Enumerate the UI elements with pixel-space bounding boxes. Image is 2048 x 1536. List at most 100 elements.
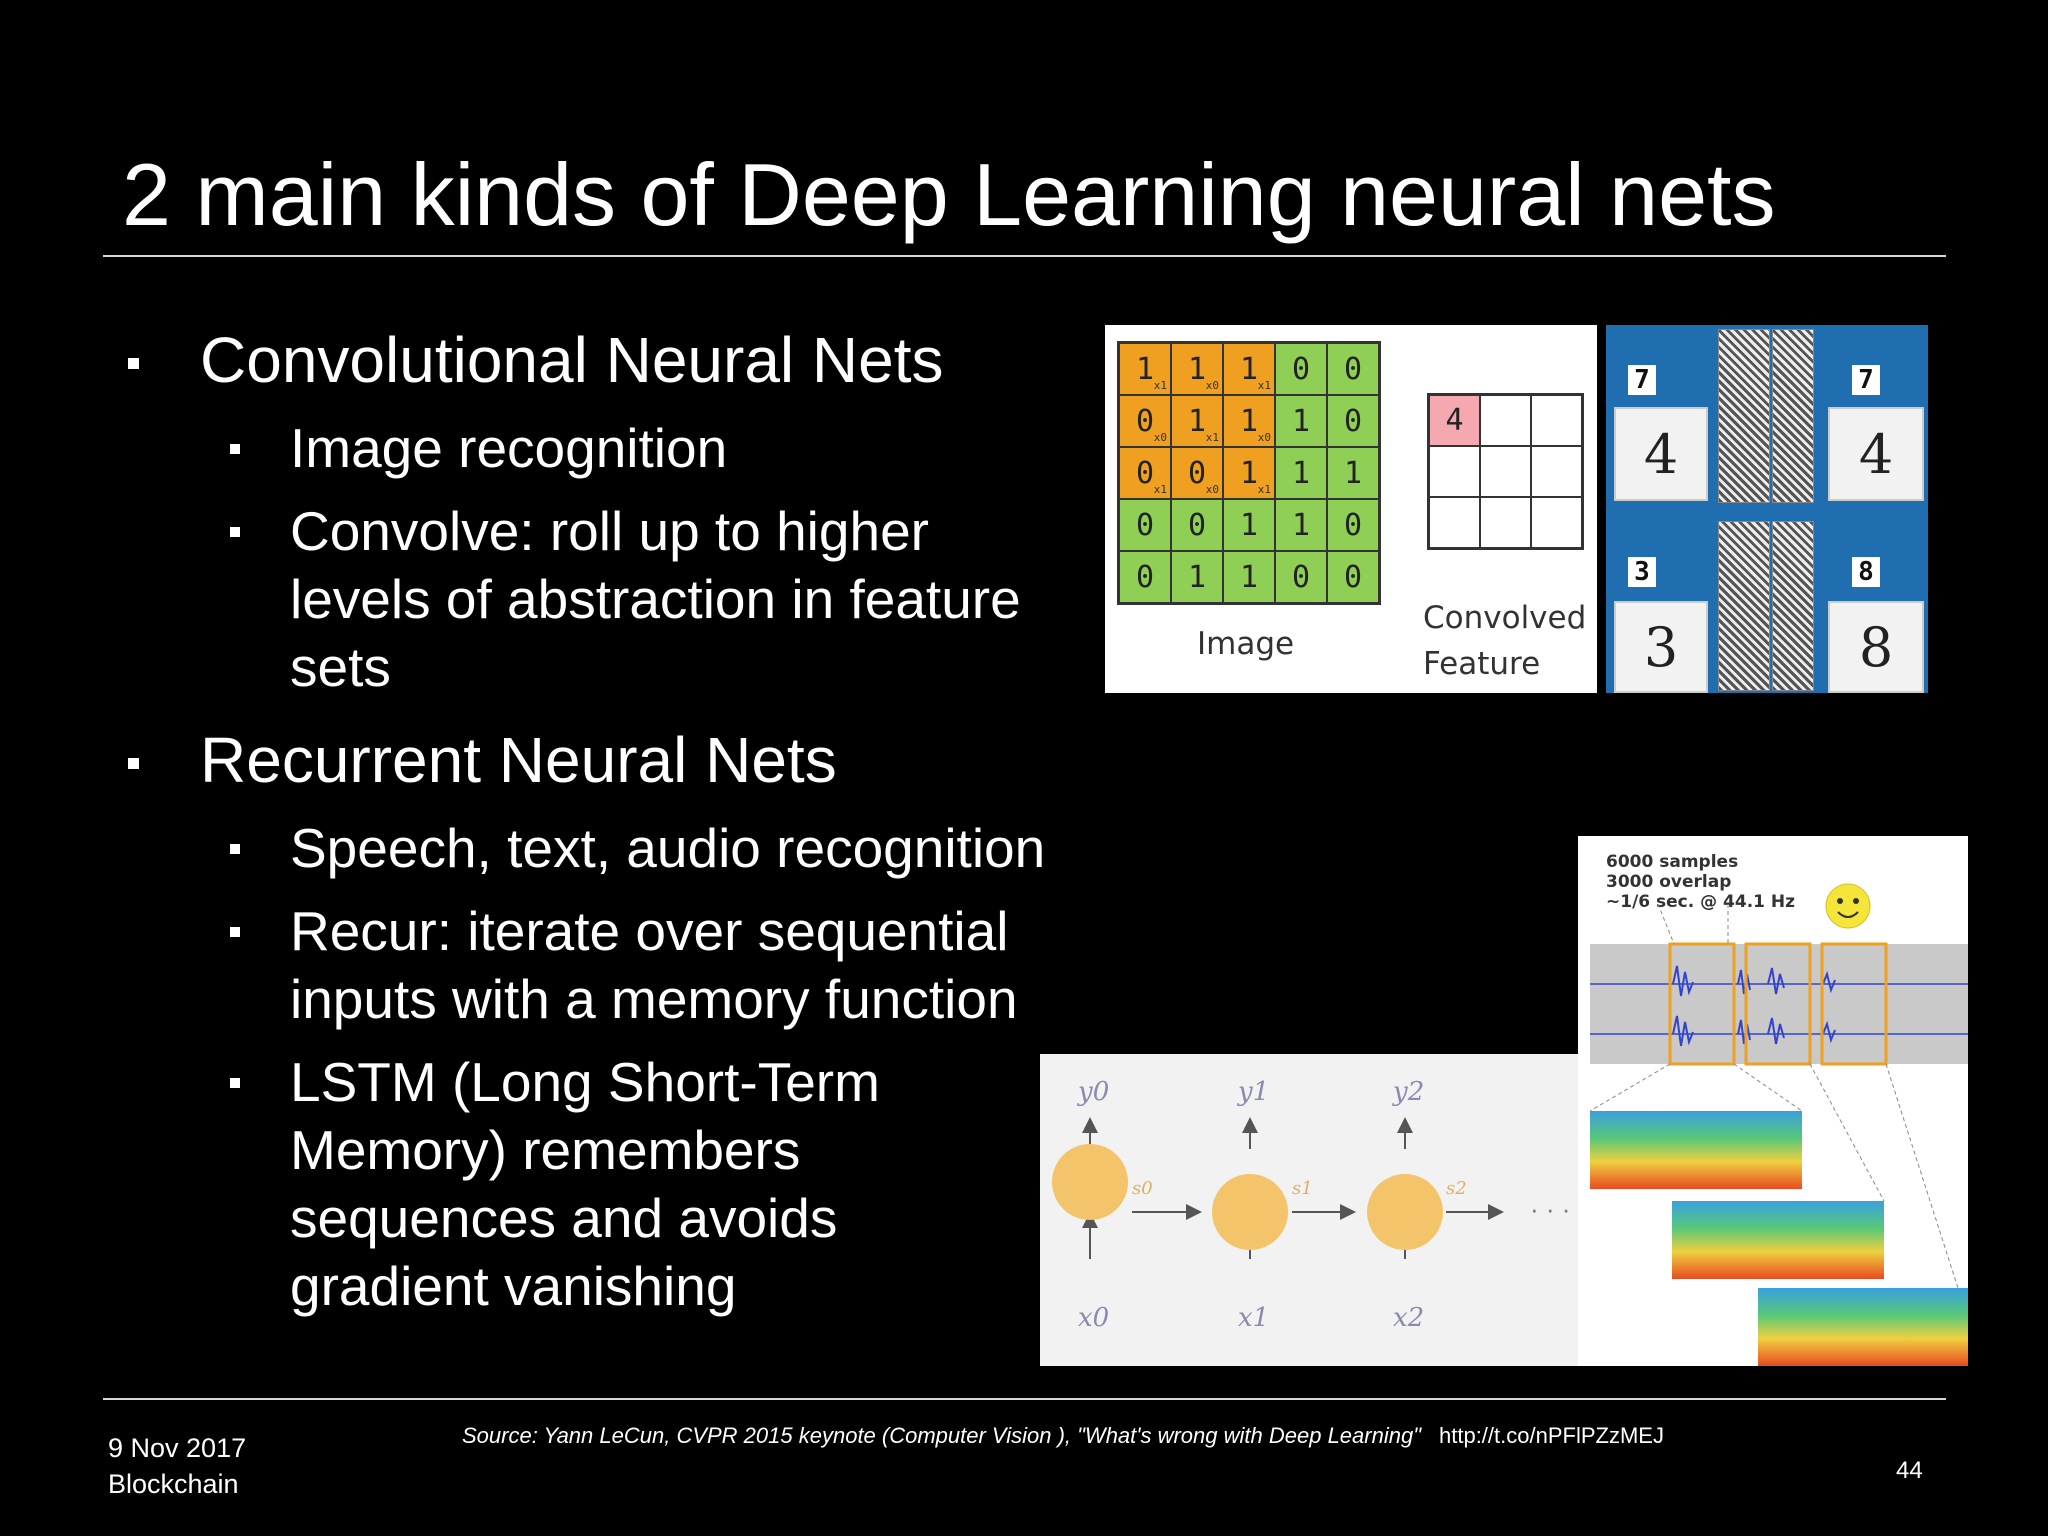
audio-caption-line2: 3000 overlap bbox=[1606, 872, 1732, 892]
sub-bullet-marker bbox=[230, 927, 240, 937]
footer-topic: Blockchain bbox=[108, 1469, 239, 1499]
feature-map-column bbox=[1718, 329, 1770, 503]
waveform-spikes bbox=[1672, 965, 1836, 1047]
rnn-node-group bbox=[1052, 1117, 1504, 1259]
bullet-cnn: Convolutional Neural Nets bbox=[200, 324, 944, 396]
feature-cell bbox=[1480, 497, 1531, 548]
sub-bullet-marker bbox=[230, 844, 240, 854]
input-label: x0 bbox=[1078, 1303, 1109, 1333]
convolved-feature-grid: 4 bbox=[1427, 393, 1584, 550]
digit-box: 4 bbox=[1614, 407, 1708, 501]
sub-bullet-recur: Recur: iterate over sequential bbox=[290, 900, 1009, 962]
sub-bullet-marker bbox=[230, 527, 240, 537]
bullet-marker bbox=[128, 758, 139, 769]
footer-date: 9 Nov 2017 bbox=[108, 1433, 247, 1463]
feature-cell bbox=[1480, 395, 1531, 446]
source-text: Source: Yann LeCun, CVPR 2015 keynote (C… bbox=[462, 1423, 1421, 1448]
state-label: s0 bbox=[1132, 1178, 1153, 1199]
digit-box: 3 bbox=[1614, 601, 1708, 693]
input-label: x2 bbox=[1393, 1303, 1424, 1333]
audio-caption-line1: 6000 samples bbox=[1606, 852, 1739, 872]
kernel-weight: x1 bbox=[1257, 379, 1271, 392]
digit-mini-label: 7 bbox=[1628, 365, 1656, 395]
spectrogram bbox=[1672, 1201, 1884, 1279]
digit-box: 4 bbox=[1828, 407, 1924, 501]
image-grid-cell: 1 bbox=[1275, 395, 1327, 447]
feature-cell bbox=[1531, 395, 1582, 446]
audio-caption: 6000 samples 3000 overlap ~1/6 sec. @ 44… bbox=[1606, 852, 1795, 912]
sub-bullet-image-recognition: Image recognition bbox=[290, 417, 728, 479]
sub-bullet-convolve: Convolve: roll up to higher bbox=[290, 500, 929, 562]
image-grid-cell: 1 bbox=[1275, 447, 1327, 499]
window-box bbox=[1668, 942, 1736, 1066]
audio-figure-svg bbox=[1589, 883, 1968, 1366]
digit-box: 8 bbox=[1828, 601, 1924, 693]
kernel-weight: x0 bbox=[1205, 483, 1219, 496]
sub-bullet-recur-line2: inputs with a memory function bbox=[290, 968, 1018, 1030]
image-grid-cell: 1 bbox=[1171, 551, 1223, 603]
output-label: y0 bbox=[1077, 1077, 1109, 1107]
sub-bullet-lstm: LSTM (Long Short-Term bbox=[290, 1051, 880, 1113]
sub-bullet-marker bbox=[230, 1078, 240, 1088]
image-grid-cell: 0 bbox=[1119, 551, 1171, 603]
audio-spectrogram-figure: 6000 samples 3000 overlap ~1/6 sec. @ 44… bbox=[1578, 836, 1968, 1366]
feature-cell bbox=[1531, 446, 1582, 497]
sub-bullet-convolve-line3: sets bbox=[290, 636, 391, 698]
digit-mini-label: 8 bbox=[1852, 557, 1880, 587]
window-box bbox=[1820, 942, 1888, 1066]
spectrogram bbox=[1758, 1288, 1968, 1366]
slide-title: 2 main kinds of Deep Learning neural net… bbox=[122, 145, 1776, 244]
digit-mini-label: 3 bbox=[1628, 557, 1656, 587]
image-grid-cell: 1 bbox=[1223, 499, 1275, 551]
feature-cell bbox=[1429, 446, 1480, 497]
feature-map-column bbox=[1772, 329, 1814, 503]
feature-map-column bbox=[1772, 521, 1814, 691]
feature-cell: 4 bbox=[1429, 395, 1480, 446]
image-grid-cell: 0 bbox=[1171, 499, 1223, 551]
sub-bullet-lstm-line2: Memory) remembers bbox=[290, 1119, 801, 1181]
kernel-weight: x1 bbox=[1153, 483, 1167, 496]
convolved-caption-line2: Feature bbox=[1423, 646, 1541, 682]
kernel-weight: x1 bbox=[1153, 379, 1167, 392]
image-grid-cell: 0 bbox=[1327, 343, 1379, 395]
digit-mini-label: 7 bbox=[1852, 365, 1880, 395]
image-grid-cell: 0 bbox=[1327, 395, 1379, 447]
image-grid-cell: 0 bbox=[1275, 343, 1327, 395]
state-label: s1 bbox=[1292, 1178, 1313, 1199]
rnn-node bbox=[1212, 1174, 1288, 1250]
window-box bbox=[1744, 942, 1812, 1066]
footer-info: 9 Nov 2017 Blockchain bbox=[108, 1430, 246, 1502]
image-grid-cell: 0 bbox=[1327, 551, 1379, 603]
output-label: y2 bbox=[1392, 1077, 1424, 1107]
feature-map-column bbox=[1718, 521, 1770, 691]
kernel-weight: x0 bbox=[1205, 379, 1219, 392]
feature-cell bbox=[1480, 446, 1531, 497]
spectrogram bbox=[1590, 1111, 1802, 1189]
sub-bullet-lstm-line4: gradient vanishing bbox=[290, 1255, 737, 1317]
page-number: 44 bbox=[1896, 1457, 1923, 1484]
audio-caption-line3: ~1/6 sec. @ 44.1 Hz bbox=[1606, 892, 1796, 912]
footer-divider bbox=[103, 1398, 1946, 1400]
kernel-weight: x0 bbox=[1153, 431, 1167, 444]
image-grid-cell: 1 bbox=[1327, 447, 1379, 499]
source-url: http://t.co/nPFlPZzMEJ bbox=[1439, 1423, 1664, 1448]
kernel-weight: x0 bbox=[1257, 431, 1271, 444]
digit-feature-maps-figure: 7 4 3 3 7 4 8 8 bbox=[1606, 325, 1928, 693]
feature-cell bbox=[1429, 497, 1480, 548]
image-grid-cell: 1 bbox=[1223, 551, 1275, 603]
image-grid-cell: 0 bbox=[1327, 499, 1379, 551]
waveform-band bbox=[1590, 944, 1968, 1064]
image-caption: Image bbox=[1197, 626, 1295, 662]
convolved-caption-line1: Convolved bbox=[1423, 600, 1587, 636]
rnn-diagram-svg: y0 y1 y2 x0 x1 x2 s0 s1 s2 · · · bbox=[1052, 1077, 1570, 1333]
source-citation: Source: Yann LeCun, CVPR 2015 keynote (C… bbox=[462, 1423, 1664, 1449]
sub-bullet-convolve-line2: levels of abstraction in feature bbox=[290, 568, 1021, 630]
